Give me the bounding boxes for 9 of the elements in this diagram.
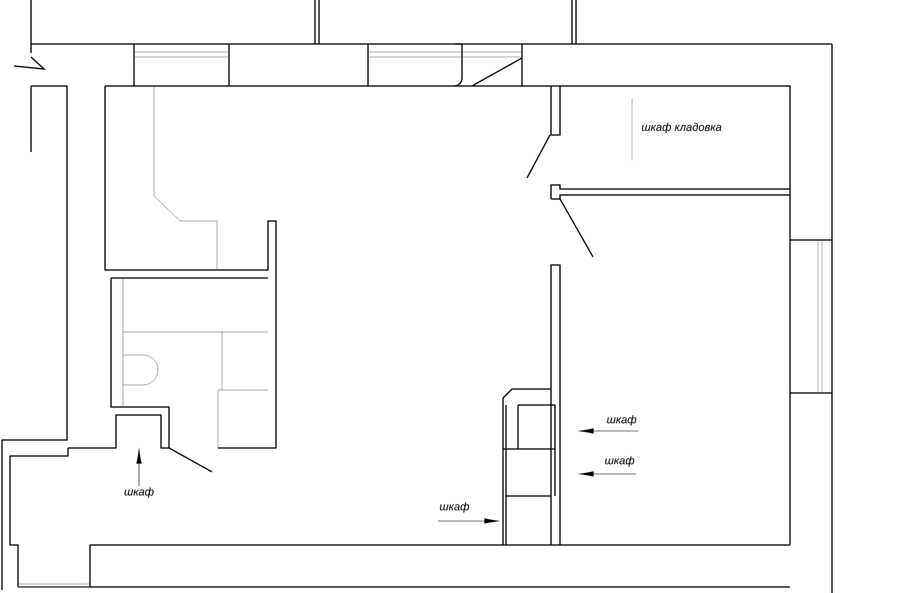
closet-label: шкаф xyxy=(607,415,636,426)
closet-label: шкаф xyxy=(124,487,154,498)
leader-arrow xyxy=(438,518,499,524)
room-label: шкаф кладовка xyxy=(642,122,722,134)
leader-arrow xyxy=(136,449,142,486)
leader-arrow xyxy=(579,471,636,477)
closet-label: шкаф xyxy=(440,502,470,513)
leader-arrow xyxy=(579,428,638,434)
closet-label: шкаф xyxy=(605,456,634,467)
